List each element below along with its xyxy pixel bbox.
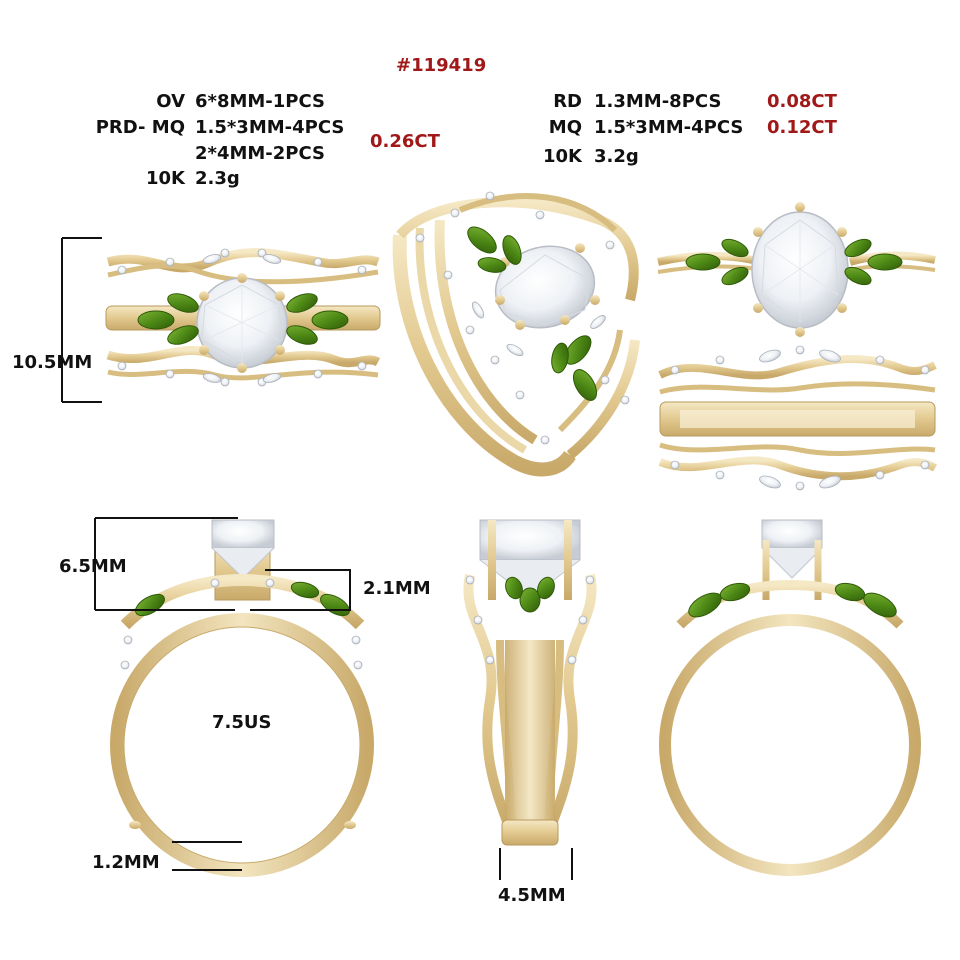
enhancer-band-top-view (658, 345, 938, 491)
spec-left-code-metal: 10K (146, 168, 185, 189)
spec-right-code-rd: RD (553, 91, 582, 112)
dim-height-label: 6.5MM (59, 556, 127, 577)
spec-right-code-mq: MQ (548, 117, 582, 138)
dim-shank-label: 1.2MM (92, 852, 160, 873)
spec-right-carat-rd: 0.08CT (767, 91, 837, 112)
spec-left-size-prd-mq: 1.5*3MM-4PCS (195, 117, 345, 138)
spec-right-size-rd: 1.3MM-8PCS (594, 91, 722, 112)
engagement-ring-top-view (657, 202, 936, 337)
perspective-view (392, 191, 640, 477)
spec-left-carat: 0.26CT (370, 131, 440, 152)
spec-right-carat-mq: 0.12CT (767, 117, 837, 138)
side-profile-view (463, 519, 597, 880)
spec-right-weight: 3.2g (594, 146, 639, 167)
spec-left-code-ov: OV (156, 91, 185, 112)
dim-band-top-label: 2.1MM (363, 578, 431, 599)
front-profile-view (94, 517, 374, 877)
spec-left-size-ov: 6*8MM-1PCS (195, 91, 325, 112)
dim-width-label: 10.5MM (12, 352, 93, 373)
engagement-ring-profile (659, 519, 921, 876)
spec-right-size-mq: 1.5*3MM-4PCS (594, 117, 744, 138)
spec-right-code-metal: 10K (543, 146, 582, 167)
dim-side-width-label: 4.5MM (498, 885, 566, 906)
spec-left-code-prd-mq: PRD- MQ (95, 117, 185, 138)
spec-left-size-extra: 2*4MM-2PCS (195, 143, 325, 164)
front-view-set (61, 237, 381, 403)
spec-left-weight: 2.3g (195, 168, 240, 189)
dim-ring-size-label: 7.5US (212, 712, 272, 733)
product-number: #119419 (396, 55, 487, 76)
